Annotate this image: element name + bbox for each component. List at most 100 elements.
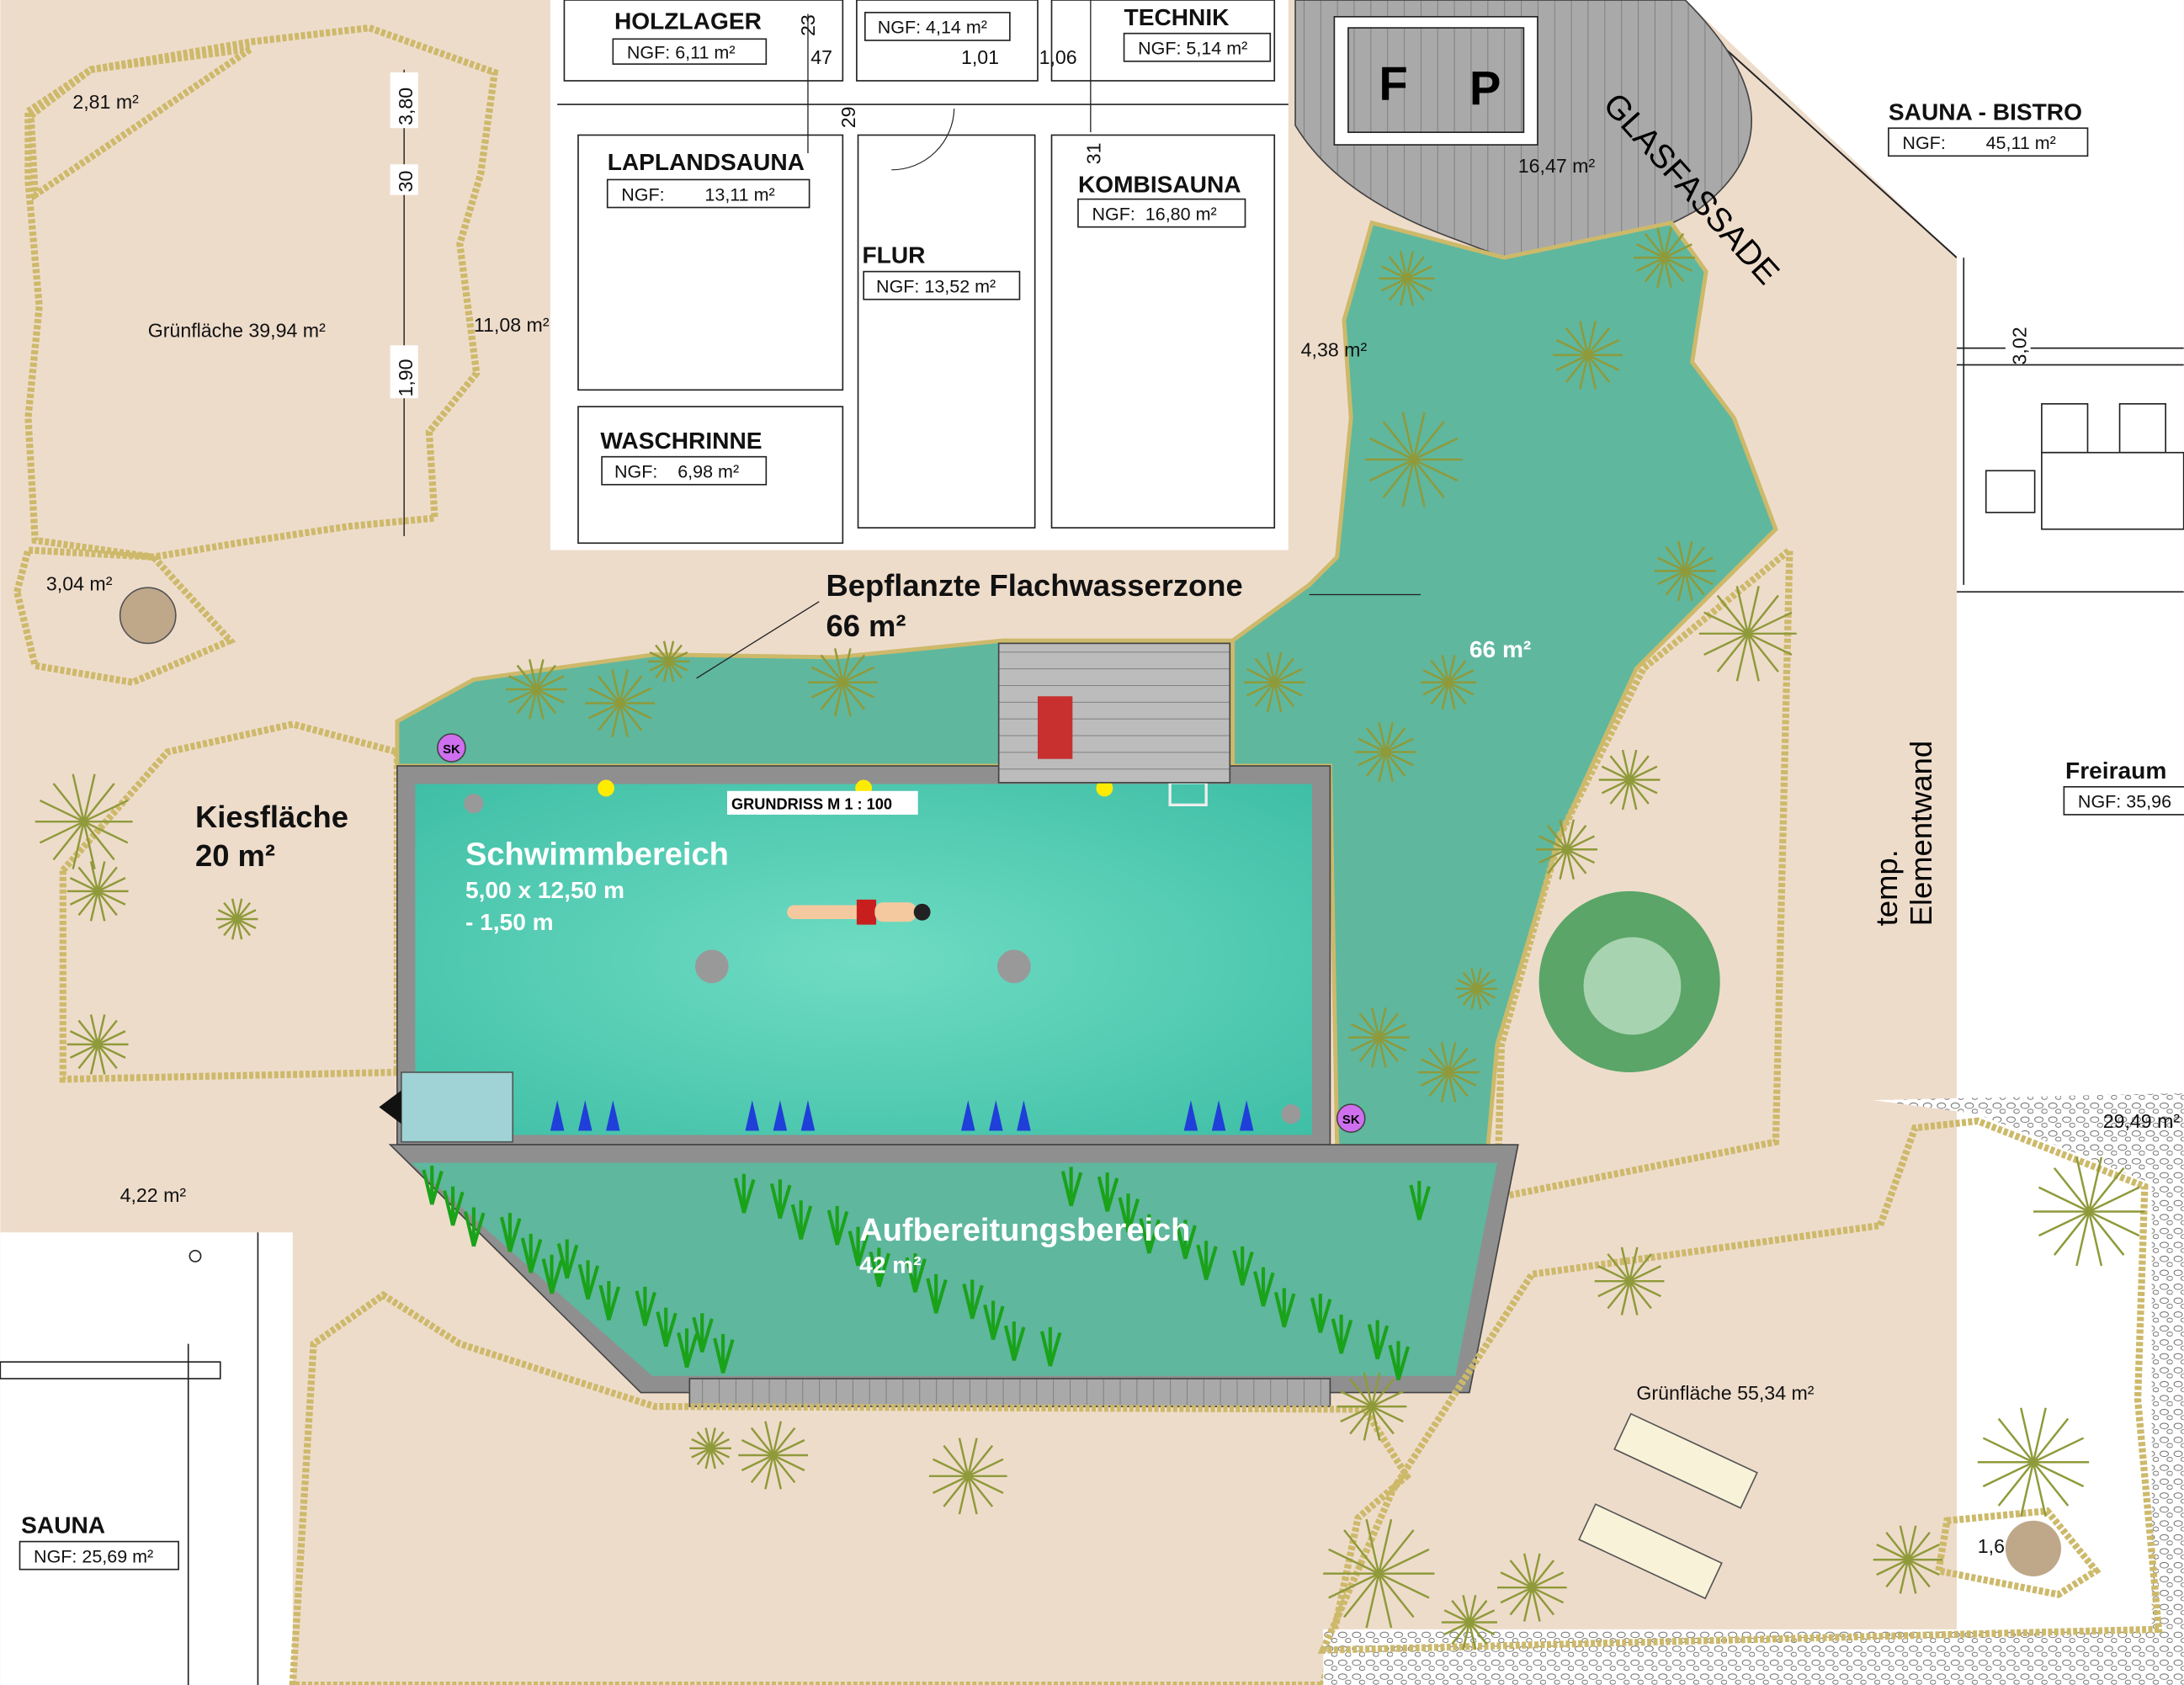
plant-icon (689, 1427, 731, 1470)
plant-icon (66, 1014, 129, 1075)
reed-icon (926, 1273, 948, 1314)
reed-icon (1388, 1341, 1411, 1381)
plant-icon (2033, 1156, 2145, 1267)
plant-icon (215, 898, 258, 940)
dim-23: 23 (797, 14, 819, 36)
arrow-icon (1017, 1100, 1031, 1131)
plant-icon (1336, 1372, 1407, 1441)
plant-icon (1417, 1042, 1480, 1103)
reed-icon (443, 1186, 465, 1226)
reed-icon (983, 1300, 1005, 1341)
dim-302: 3,02 (2009, 327, 2031, 364)
dim-31: 31 (1082, 142, 1104, 164)
plant-icon (1323, 1518, 1435, 1629)
zone-flachwasser-area-2: 66 m² (1469, 636, 1531, 662)
area-terrace: 16,47 m² (1518, 155, 1596, 177)
reed-icon (1273, 1288, 1296, 1328)
ngf-waschrinne: NGF: 6,98 m² (614, 462, 739, 482)
zone-kies-area: 20 m² (195, 838, 275, 873)
flow-arrow-icons (550, 1100, 1254, 1131)
ngf-kombisauna: NGF: 16,80 m² (1092, 204, 1217, 224)
plant-icon (1243, 651, 1305, 713)
dim-47: 47 (810, 46, 832, 68)
ngf-sauna-bistro: NGF: 45,11 m² (1902, 133, 2055, 153)
plant-icon (738, 1421, 808, 1490)
area-gravel-top: 2,81 m² (72, 91, 139, 113)
reed-icon (656, 1307, 678, 1347)
planted-zone-right (1230, 220, 1778, 1201)
area-bottom-left: 4,22 m² (120, 1184, 187, 1206)
label-elementwand-1: temp. (1869, 849, 1904, 926)
reed-icon (1039, 1326, 1062, 1367)
reed-icon (905, 1253, 927, 1293)
ngf-holzlager: NGF: 6,11 m² (627, 42, 736, 62)
reed-icon (1139, 1214, 1161, 1254)
dim-106: 1,06 (1039, 46, 1077, 68)
reed-icon (848, 1226, 870, 1267)
plant-icon (1536, 819, 1598, 880)
plant-icon (1441, 1595, 1497, 1650)
zone-schwimm-title: Schwimmbereich (465, 837, 729, 872)
pool-stairs (401, 1071, 514, 1143)
reed-icon (499, 1213, 522, 1253)
label-p: P (1469, 61, 1501, 114)
reed-icon (1175, 1220, 1197, 1260)
ngf-laplandsauna: NGF: 13,11 m² (621, 184, 774, 205)
skimmer-label: SK (443, 743, 460, 757)
plant-icon (1977, 1407, 2090, 1518)
zone-flachwasser-area: 66 m² (826, 609, 906, 643)
reed-icon (1097, 1172, 1119, 1213)
reed-icon (677, 1328, 699, 1369)
arrow-icon (960, 1100, 975, 1131)
reed-icon (577, 1260, 600, 1300)
wood-deck (997, 642, 1231, 784)
label-elementwand-2: Elementwand (1904, 741, 1938, 926)
reed-icon (1409, 1181, 1431, 1220)
swimming-pool (415, 784, 1312, 1135)
reed-icon (635, 1286, 656, 1326)
ngf-freiraum: NGF: 35,96 (2078, 792, 2171, 812)
sauna-building-left (0, 1232, 293, 1685)
ngf-flur-top: NGF: 4,14 m² (878, 18, 987, 38)
lounger-figures (1578, 1412, 1758, 1600)
white-area-left (13, 546, 236, 687)
tree-bed (1934, 1507, 2102, 1598)
room-technik: TECHNIK (1124, 4, 1230, 30)
arrow-icon (606, 1100, 620, 1131)
dim-30: 30 (395, 171, 417, 193)
ornamental-plants (35, 227, 2145, 1650)
reed-icon (1310, 1294, 1332, 1333)
reed-icon (733, 1173, 756, 1214)
swimmer-figure (787, 899, 931, 925)
plant-icon (1654, 540, 1716, 602)
plant-icon (1496, 1553, 1567, 1622)
reed-icon (713, 1334, 735, 1374)
arrow-icon (1239, 1100, 1254, 1131)
ngf-sauna: NGF: 25,69 m² (34, 1546, 153, 1566)
arrow-icon (1183, 1100, 1198, 1131)
zone-schwimm-depth: - 1,50 m (465, 909, 554, 935)
plant-icon (1698, 586, 1797, 682)
reed-icon (1232, 1246, 1254, 1286)
area-gravel-right: 29,49 m² (2103, 1110, 2181, 1132)
reed-icon (1331, 1314, 1353, 1354)
gravel-right (1873, 1092, 2184, 1685)
reed-icon (1118, 1193, 1140, 1233)
dim-380: 3,80 (395, 88, 417, 125)
arrow-icon (773, 1100, 788, 1131)
reed-icon (790, 1200, 813, 1241)
room-waschrinne: WASCHRINNE (600, 428, 762, 454)
reed-icon (1367, 1320, 1390, 1360)
plant-icon (35, 773, 133, 869)
plant-icon (1634, 227, 1695, 288)
dim-190: 1,90 (395, 359, 417, 396)
room-sauna: SAUNA (21, 1512, 105, 1539)
bistro-building (1671, 0, 2184, 1685)
plant-icon (1364, 412, 1463, 508)
reed-icon (1253, 1267, 1275, 1307)
room-freiraum: Freiraum (2065, 757, 2166, 784)
plant-icon (505, 659, 567, 720)
skimmer-label: SK (1342, 1114, 1360, 1127)
inlet-icon (379, 1090, 401, 1124)
